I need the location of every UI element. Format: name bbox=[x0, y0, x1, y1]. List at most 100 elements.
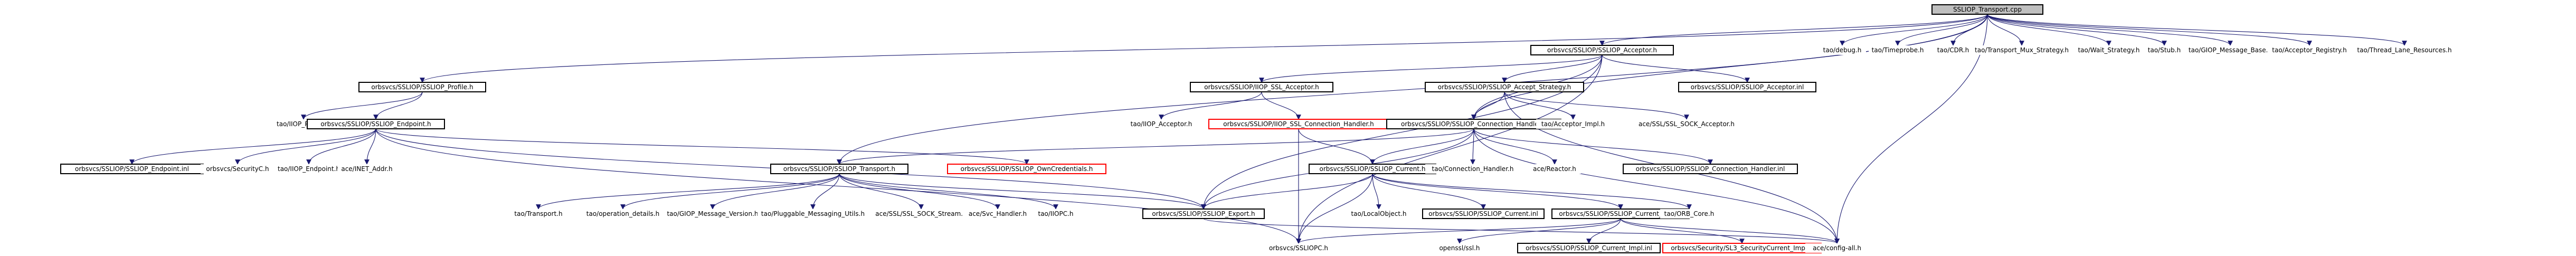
node-opensslssl-h[interactable]: openssl/ssl.h bbox=[1433, 243, 1486, 253]
node-acceptorimpl-h[interactable]: tao/Acceptor_Impl.h bbox=[1536, 119, 1610, 129]
node-current-inl[interactable]: orbsvcs/SSLIOP/SSLIOP_Current.inl bbox=[1422, 208, 1545, 219]
node-export-h[interactable]: orbsvcs/SSLIOP/SSLIOP_Export.h bbox=[1142, 208, 1265, 219]
node-tconnhandler-h[interactable]: tao/Connection_Handler.h bbox=[1425, 164, 1520, 174]
node-svchandler-h[interactable]: ace/Svc_Handler.h bbox=[963, 209, 1032, 219]
node-transport-h-s[interactable]: orbsvcs/SSLIOP/SSLIOP_Transport.h bbox=[770, 164, 908, 174]
edge-endpoint_h-to-inetaddr_h bbox=[364, 128, 376, 165]
node-label: tao/Pluggable_Messaging_Utils.h bbox=[761, 210, 865, 217]
node-label: orbsvcs/SSLIOP/SSLIOP_Current_Impl.inl bbox=[1526, 244, 1652, 252]
node-label: tao/Thread_Lane_Resources.h bbox=[2357, 46, 2451, 54]
edge-export_h-to-configall_h bbox=[1203, 218, 1840, 244]
node-stub-h[interactable]: tao/Stub.h bbox=[2143, 45, 2185, 55]
node-label: ace/SSL/SSL_SOCK_Stream.h bbox=[875, 210, 967, 217]
node-inetaddr-h[interactable]: ace/INET_Addr.h bbox=[338, 164, 396, 174]
node-label: orbsvcs/SSLIOP/SSLIOP_Connection_Handler… bbox=[1636, 165, 1785, 173]
edge-transport_h_s-to-giopmv_h bbox=[710, 173, 840, 210]
node-label: tao/IIOPC.h bbox=[1038, 210, 1073, 217]
edge-iiopsslacc_h-to-iiopacceptor_h bbox=[1159, 91, 1262, 120]
node-iiopsslconnh-h[interactable]: orbsvcs/SSLIOP/IIOP_SSL_Connection_Handl… bbox=[1208, 119, 1389, 129]
node-sslsockacc-h[interactable]: ace/SSL/SSL_SOCK_Acceptor.h bbox=[1631, 119, 1742, 129]
node-endpoint-inl[interactable]: orbsvcs/SSLIOP/SSLIOP_Endpoint.inl bbox=[60, 164, 204, 174]
node-iiopc-h[interactable]: tao/IIOPC.h bbox=[1032, 209, 1079, 219]
node-box bbox=[1931, 4, 2043, 15]
edge-current_h-to-currentimpl_h bbox=[1372, 173, 1623, 210]
node-label: orbsvcs/SSLIOP/SSLIOP_Endpoint.h bbox=[320, 120, 431, 128]
node-label: tao/GIOP_Message_Version.h bbox=[667, 210, 758, 217]
node-label: tao/IIOP_Endpoint.h bbox=[278, 165, 340, 173]
edge-current_h-to-ssliopc_h bbox=[1296, 173, 1373, 244]
node-iiopendpoint-h[interactable]: tao/IIOP_Endpoint.h bbox=[272, 164, 346, 174]
node-label: openssl/ssl.h bbox=[1439, 244, 1480, 252]
node-box bbox=[583, 209, 662, 219]
edge-root-to-tmstrategy_h bbox=[1987, 14, 2024, 46]
node-label: orbsvcs/SSLIOP/IIOP_SSL_Connection_Handl… bbox=[1223, 120, 1374, 128]
node-accstrategy-h[interactable]: orbsvcs/SSLIOP/SSLIOP_Accept_Strategy.h bbox=[1425, 82, 1584, 92]
node-ttransport-h[interactable]: tao/Transport.h bbox=[509, 209, 567, 219]
node-box bbox=[1678, 82, 1816, 92]
edge-current_h-to-current_inl bbox=[1372, 173, 1486, 210]
node-label: tao/Acceptor_Impl.h bbox=[1541, 120, 1605, 128]
node-orbcore-h[interactable]: tao/ORB_Core.h bbox=[1660, 209, 1718, 219]
edge-endpoint_h-to-endpoint_inl bbox=[129, 128, 376, 165]
node-sl3cur-h[interactable]: orbsvcs/Security/SL3_SecurityCurrent_Imp… bbox=[1662, 243, 1822, 253]
node-tlr-h[interactable]: tao/Thread_Lane_Resources.h bbox=[2352, 45, 2457, 55]
node-accreg-h[interactable]: tao/Acceptor_Registry.h bbox=[2267, 45, 2352, 55]
node-box bbox=[1623, 164, 1798, 174]
node-iiopsslacc-h[interactable]: orbsvcs/SSLIOP/IIOP_SSL_Acceptor.h bbox=[1190, 82, 1333, 92]
node-box bbox=[1190, 82, 1333, 92]
edge-accstrategy_h-to-connhandler_h bbox=[1471, 91, 1505, 120]
node-configall-h[interactable]: ace/config-all.h bbox=[1805, 243, 1869, 253]
edge-root-to-tlr_h bbox=[1987, 14, 2407, 46]
node-waitstrategy-h[interactable]: tao/Wait_Strategy.h bbox=[2075, 45, 2143, 55]
node-label: tao/ORB_Core.h bbox=[1664, 210, 1715, 217]
node-box bbox=[1032, 209, 1079, 219]
node-tmstrategy-h[interactable]: tao/Transport_Mux_Strategy.h bbox=[1969, 45, 2075, 55]
node-timeprobe-h[interactable]: tao/Timeprobe.h bbox=[1869, 45, 1927, 55]
node-securityc-h[interactable]: orbsvcs/SecurityC.h bbox=[201, 164, 274, 174]
node-box bbox=[1425, 82, 1584, 92]
node-label: orbsvcs/SSLIOP/SSLIOP_Profile.h bbox=[371, 83, 473, 91]
edge-profile_h-to-endpoint_h bbox=[373, 91, 423, 120]
node-box bbox=[1122, 119, 1201, 129]
node-owncred-h[interactable]: orbsvcs/SSLIOP/SSLIOP_OwnCredentials.h bbox=[947, 164, 1106, 174]
node-acceptor-inl[interactable]: orbsvcs/SSLIOP/SSLIOP_Acceptor.inl bbox=[1678, 82, 1816, 92]
node-box bbox=[272, 164, 346, 174]
node-connhandler-h[interactable]: orbsvcs/SSLIOP/SSLIOP_Connection_Handler… bbox=[1386, 119, 1561, 129]
node-sslsockstream-h[interactable]: ace/SSL/SSL_SOCK_Stream.h bbox=[871, 209, 971, 219]
edge-root-to-giopmb_h bbox=[1987, 14, 2233, 46]
node-debug-h[interactable]: tao/debug.h bbox=[1819, 45, 1866, 55]
node-label: orbsvcs/SSLIOP/SSLIOP_OwnCredentials.h bbox=[961, 165, 1093, 173]
edge-root-to-acceptor_h bbox=[1599, 14, 1988, 46]
dependency-edges bbox=[129, 14, 2407, 244]
node-current-h[interactable]: orbsvcs/SSLIOP/SSLIOP_Current.h bbox=[1309, 164, 1436, 174]
node-ssliopc-h[interactable]: orbsvcs/SSLIOPC.h bbox=[1262, 243, 1336, 253]
node-root[interactable]: SSLIOP_Transport.cpp bbox=[1931, 4, 2043, 15]
node-box bbox=[201, 164, 274, 174]
node-connhandler-inl[interactable]: orbsvcs/SSLIOP/SSLIOP_Connection_Handler… bbox=[1623, 164, 1798, 174]
node-box bbox=[770, 164, 908, 174]
node-giopmv-h[interactable]: tao/GIOP_Message_Version.h bbox=[665, 209, 760, 219]
node-giopmb-h[interactable]: tao/GIOP_Message_Base.h bbox=[2185, 45, 2275, 55]
node-label: ace/INET_Addr.h bbox=[341, 165, 392, 173]
node-localobject-h[interactable]: tao/LocalObject.h bbox=[1347, 209, 1410, 219]
node-reactor-h[interactable]: ace/Reactor.h bbox=[1528, 164, 1581, 174]
node-opdetails-h[interactable]: tao/operation_details.h bbox=[583, 209, 662, 219]
node-cdr-h[interactable]: tao/CDR.h bbox=[1932, 45, 1974, 55]
node-label: tao/GIOP_Message_Base.h bbox=[2189, 46, 2272, 54]
node-box bbox=[509, 209, 567, 219]
node-box bbox=[1536, 119, 1610, 129]
node-label: orbsvcs/SSLIOP/SSLIOP_Current.h bbox=[1320, 165, 1426, 173]
node-label: orbsvcs/SSLIOP/SSLIOP_Connection_Handler… bbox=[1401, 120, 1547, 128]
node-currentimpl-h[interactable]: orbsvcs/SSLIOP/SSLIOP_Current_Impl.h bbox=[1551, 208, 1690, 219]
edge-root-to-connhandler_h bbox=[1471, 14, 1988, 120]
node-label: orbsvcs/Security/SL3_SecurityCurrent_Imp… bbox=[1671, 244, 1813, 252]
node-acceptor-h[interactable]: orbsvcs/SSLIOP/SSLIOP_Acceptor.h bbox=[1530, 45, 1674, 55]
node-label: ace/SSL/SSL_SOCK_Acceptor.h bbox=[1639, 120, 1735, 128]
node-endpoint-h[interactable]: orbsvcs/SSLIOP/SSLIOP_Endpoint.h bbox=[307, 119, 445, 129]
edge-transport_h_s-to-iiopc_h bbox=[839, 173, 1058, 210]
node-currentimpl-inl[interactable]: orbsvcs/SSLIOP/SSLIOP_Current_Impl.inl bbox=[1517, 243, 1661, 253]
node-pmu-h[interactable]: tao/Pluggable_Messaging_Utils.h bbox=[757, 209, 868, 219]
node-iiopacceptor-h[interactable]: tao/IIOP_Acceptor.h bbox=[1122, 119, 1201, 129]
node-profile-h[interactable]: orbsvcs/SSLIOP/SSLIOP_Profile.h bbox=[358, 82, 486, 92]
node-label: orbsvcs/SSLIOP/SSLIOP_Acceptor.inl bbox=[1691, 83, 1804, 91]
